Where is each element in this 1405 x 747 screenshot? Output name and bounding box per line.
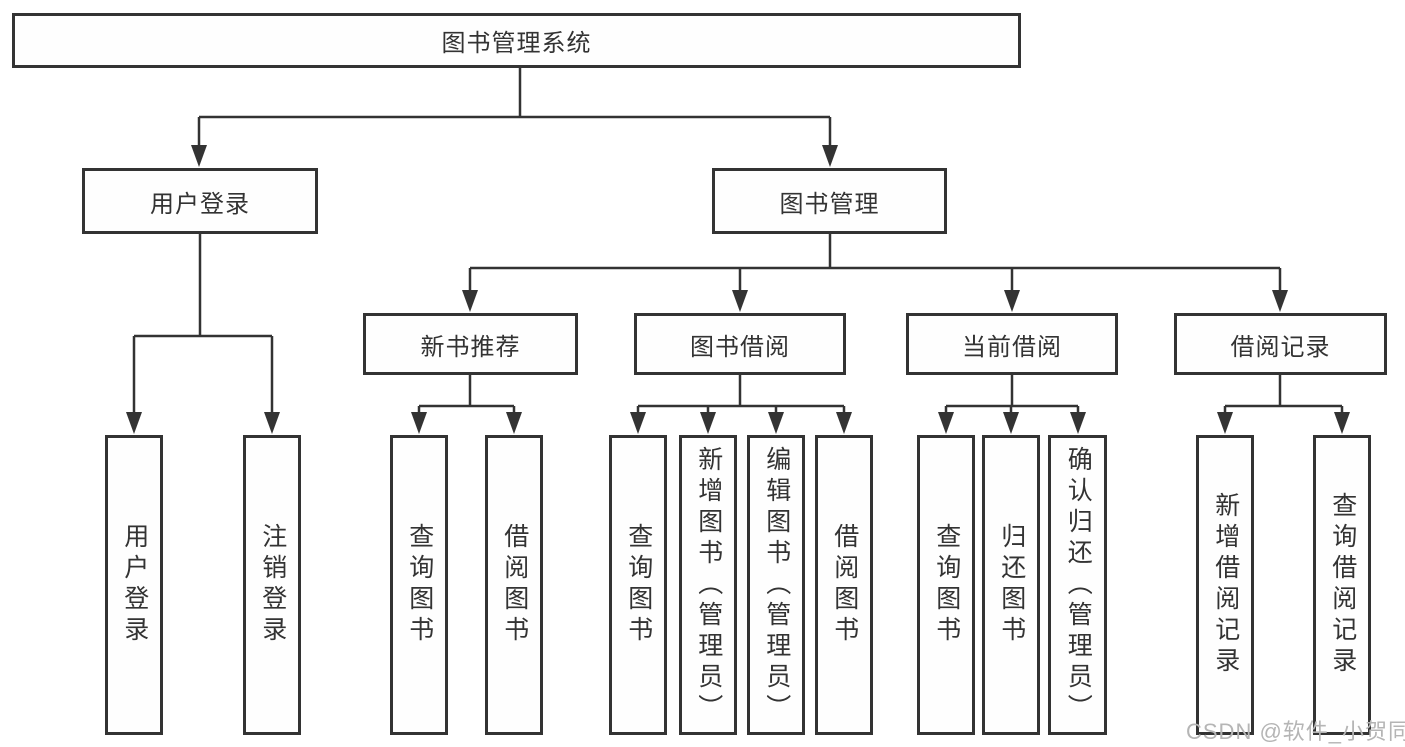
node-borrowing-records-label: 借阅记录 <box>1230 333 1331 361</box>
node-leaf-borrow-books-2: 借阅图书 <box>815 435 873 735</box>
node-leaf-query-books-3-label: 查询图书 <box>932 523 961 647</box>
node-leaf-borrow-books-2-label: 借阅图书 <box>830 523 859 647</box>
node-new-book-recommend-label: 新书推荐 <box>420 333 521 361</box>
node-leaf-add-borrow-record-label: 新增借阅记录 <box>1211 492 1240 678</box>
node-library-system-label: 图书管理系统 <box>441 30 592 57</box>
node-current-borrowing: 当前借阅 <box>906 313 1118 375</box>
node-leaf-user-login-label: 用户登录 <box>120 523 149 647</box>
node-library-system: 图书管理系统 <box>12 13 1021 68</box>
node-user-login: 用户登录 <box>82 168 318 234</box>
node-leaf-user-login: 用户登录 <box>105 435 163 735</box>
node-book-management-label: 图书管理 <box>779 190 880 218</box>
node-leaf-confirm-return-admin-label: 确认归还（管理员） <box>1064 445 1093 725</box>
node-leaf-edit-book-admin-label: 编辑图书（管理员） <box>762 445 791 725</box>
node-book-management: 图书管理 <box>712 168 947 234</box>
node-leaf-edit-book-admin: 编辑图书（管理员） <box>747 435 805 735</box>
node-book-borrowing: 图书借阅 <box>634 313 846 375</box>
node-leaf-confirm-return-admin: 确认归还（管理员） <box>1048 435 1107 735</box>
node-leaf-add-borrow-record: 新增借阅记录 <box>1196 435 1254 735</box>
node-leaf-add-book-admin: 新增图书（管理员） <box>679 435 737 735</box>
node-leaf-query-books-2: 查询图书 <box>609 435 667 735</box>
node-leaf-add-book-admin-label: 新增图书（管理员） <box>694 445 723 725</box>
node-leaf-logout: 注销登录 <box>243 435 301 735</box>
node-leaf-return-books-label: 归还图书 <box>997 523 1026 647</box>
node-leaf-query-books-2-label: 查询图书 <box>624 523 653 647</box>
node-borrowing-records: 借阅记录 <box>1174 313 1387 375</box>
node-leaf-borrow-books-1-label: 借阅图书 <box>500 523 529 647</box>
node-user-login-label: 用户登录 <box>150 190 250 218</box>
node-leaf-logout-label: 注销登录 <box>258 523 287 647</box>
node-leaf-query-borrow-record-label: 查询借阅记录 <box>1328 492 1357 678</box>
node-leaf-query-borrow-record: 查询借阅记录 <box>1313 435 1371 735</box>
node-leaf-query-books-3: 查询图书 <box>917 435 975 735</box>
node-leaf-borrow-books-1: 借阅图书 <box>485 435 543 735</box>
node-leaf-query-books-1: 查询图书 <box>390 435 448 735</box>
node-new-book-recommend: 新书推荐 <box>363 313 578 375</box>
node-leaf-query-books-1-label: 查询图书 <box>405 523 434 647</box>
node-current-borrowing-label: 当前借阅 <box>962 333 1062 361</box>
node-leaf-return-books: 归还图书 <box>982 435 1040 735</box>
node-book-borrowing-label: 图书借阅 <box>690 333 790 361</box>
csdn-watermark: CSDN @软件_小贺同学 <box>1186 719 1405 744</box>
